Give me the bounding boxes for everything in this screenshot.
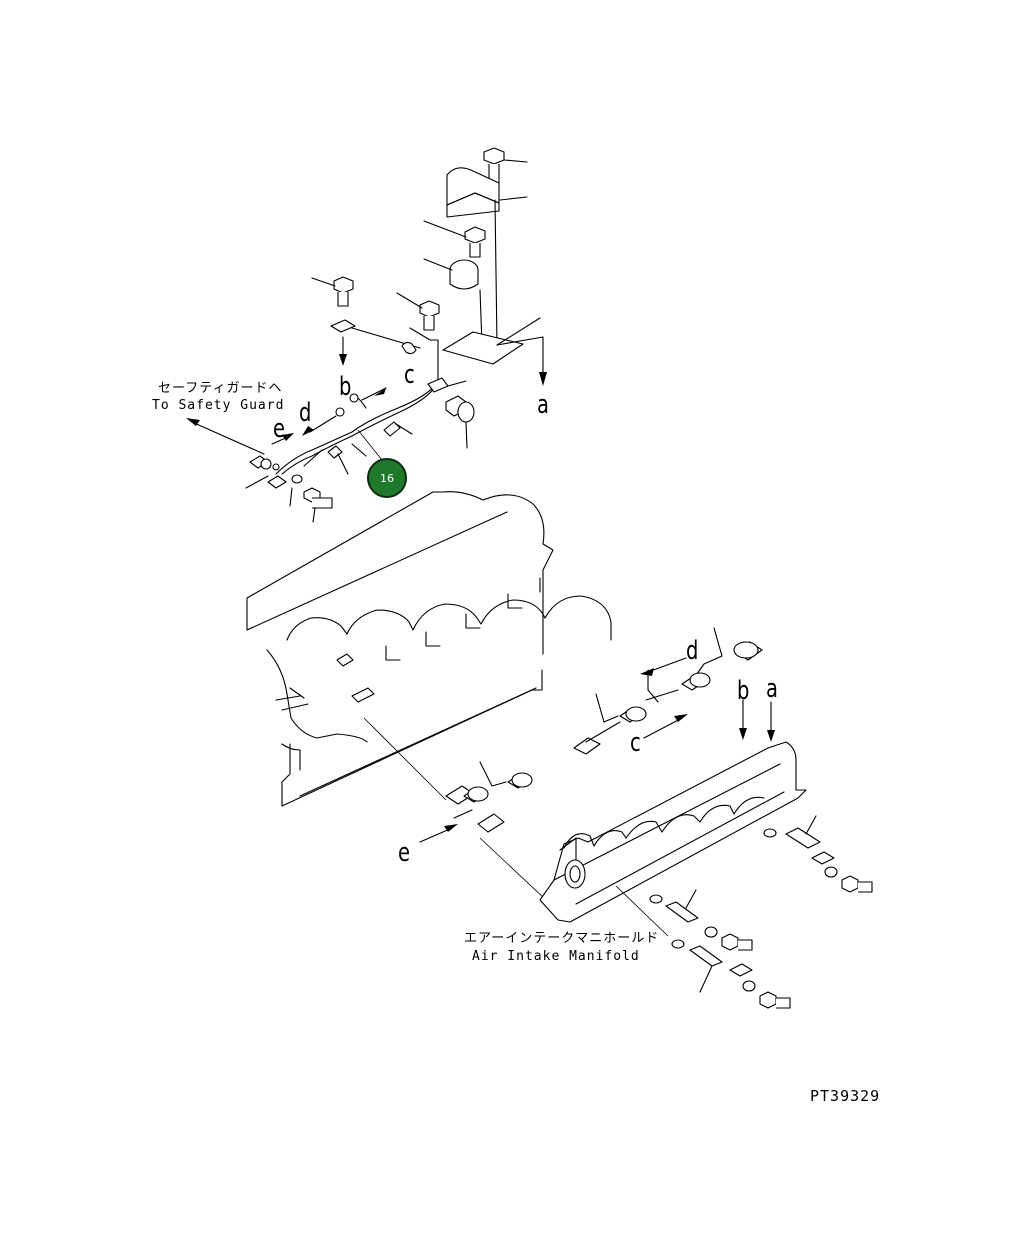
callout-16-number: 16 bbox=[380, 471, 394, 485]
manifold-bracket-mid bbox=[649, 889, 753, 951]
right-harness-connectors bbox=[573, 627, 775, 755]
letter-a-top: a bbox=[537, 390, 549, 420]
letter-c-mid: c bbox=[630, 728, 641, 758]
letter-b-top: b bbox=[339, 372, 352, 402]
upper-bracket-assembly bbox=[311, 147, 547, 386]
callout-16-button[interactable]: 16 bbox=[367, 458, 407, 498]
engine-block bbox=[246, 491, 612, 807]
letter-a-mid: a bbox=[766, 674, 778, 704]
bolt-top bbox=[483, 147, 528, 185]
bolt-plate bbox=[396, 292, 440, 331]
air-intake-manifold bbox=[539, 741, 873, 1009]
letter-d-mid: d bbox=[686, 636, 699, 666]
bolt-left bbox=[311, 276, 354, 307]
manifold-bracket-low bbox=[671, 939, 791, 1009]
lower-left-connectors bbox=[419, 761, 547, 901]
letter-e-low: e bbox=[398, 838, 410, 868]
clamp-bracket bbox=[446, 167, 528, 218]
wiring-harness bbox=[186, 377, 475, 523]
letter-b-mid: b bbox=[737, 676, 750, 706]
figure-code: PT39329 bbox=[810, 1087, 881, 1105]
letter-c-top: c bbox=[404, 360, 415, 390]
label-manifold-jp: エアーインテークマニホールド bbox=[464, 931, 660, 946]
letter-d-top: d bbox=[299, 398, 312, 428]
manifold-bracket-right bbox=[763, 815, 873, 893]
bolt-mid bbox=[423, 220, 486, 258]
label-safety-guard-jp: セーフティガードヘ bbox=[158, 381, 283, 396]
label-manifold-en: Air Intake Manifold bbox=[472, 949, 640, 964]
letter-e-top: e bbox=[273, 414, 285, 444]
label-safety-guard-en: To Safety Guard bbox=[152, 398, 285, 413]
relay-unit bbox=[423, 258, 479, 290]
